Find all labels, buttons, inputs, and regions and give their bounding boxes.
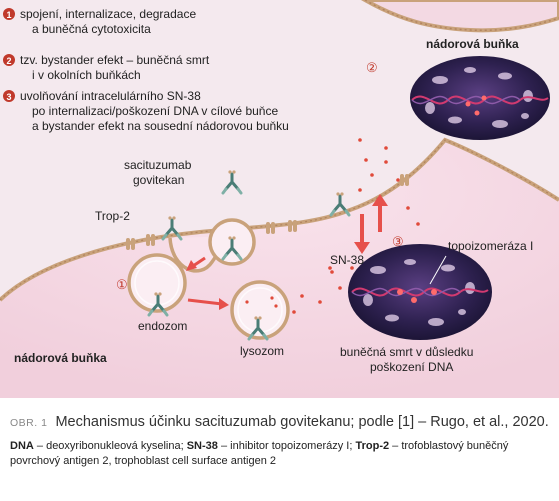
legend-badge-2: 2	[6, 56, 11, 66]
label-tumor-cell-bottom: nádorová buňka	[14, 351, 107, 365]
mechanism-diagram: 1 2 3 spojení, internalizace, degradace …	[0, 0, 559, 398]
legend-3-line3: a bystander efekt na sousední nádorovou …	[32, 119, 289, 133]
nucleus-top-holes	[425, 67, 533, 128]
lysosome	[230, 280, 290, 340]
legend-badge-1: 1	[6, 10, 11, 20]
arrow-endosome-to-lysosome	[187, 298, 223, 306]
caption-main: OBR. 1 Mechanismus účinku sacituzumab gov…	[10, 412, 555, 433]
legend-badge-3: 3	[6, 92, 11, 102]
abbr-dna-def: – deoxyribonukleová kyselina;	[33, 440, 187, 452]
legend-2-line1: tzv. bystander efekt – buněčná smrt	[20, 53, 210, 67]
label-endosome: endozom	[138, 319, 187, 333]
legend-3-line1: uvolňování intracelulárního SN-38	[20, 89, 201, 103]
abbr-trop2: Trop-2	[355, 440, 390, 452]
label-topoisomerase: topoizomeráza I	[448, 239, 533, 253]
legend-badges	[3, 8, 15, 102]
legend-3-line2: po internalizaci/poškození DNA v cílové …	[32, 104, 278, 118]
caption-label: OBR. 1	[10, 417, 48, 429]
marker-step-1: ①	[116, 277, 128, 292]
label-death-line1: buněčná smrt v důsledku	[340, 345, 473, 359]
diagram-canvas: 1 2 3 spojení, internalizace, degradace …	[0, 0, 559, 398]
label-death-line2: poškození DNA	[370, 360, 453, 374]
legend-2-line2: i v okolních buňkách	[32, 68, 141, 82]
caption-abbreviations: DNA – deoxyribonukleová kyselina; SN-38 …	[10, 439, 555, 469]
endosome	[127, 253, 187, 313]
marker-step-3: ③	[392, 234, 404, 249]
topo-pointer	[429, 255, 447, 285]
abbr-sn38-def: – inhibitor topoizomerázy I;	[217, 440, 356, 452]
label-tumor-cell-top: nádorová buňka	[426, 37, 519, 51]
payload-in-lysosome	[245, 296, 278, 308]
abbr-sn38: SN-38	[186, 440, 218, 452]
legend-1-line1: spojení, internalizace, degradace	[20, 7, 196, 21]
label-sn38: SN-38	[330, 253, 364, 267]
marker-step-2: ②	[366, 60, 378, 75]
abbr-trop2-def: – trofoblastový buněčný povrchový antige…	[10, 440, 509, 467]
caption-text: Mechanismus účinku sacituzumab govitekan…	[55, 414, 549, 430]
adc-free-top	[221, 168, 243, 195]
label-drug-line2: govitekan	[133, 173, 184, 187]
nucleus-bottom-holes	[363, 259, 475, 326]
legend-1-line2: a buněčná cytotoxicita	[32, 22, 151, 36]
label-lysosome: lysozom	[240, 344, 284, 358]
label-trop2: Trop-2	[95, 209, 130, 223]
sn38-molecules	[292, 138, 422, 314]
figure-caption: OBR. 1 Mechanismus účinku sacituzumab gov…	[10, 412, 555, 469]
abbr-dna: DNA	[10, 440, 34, 452]
label-drug-line1: sacituzumab	[124, 158, 192, 172]
